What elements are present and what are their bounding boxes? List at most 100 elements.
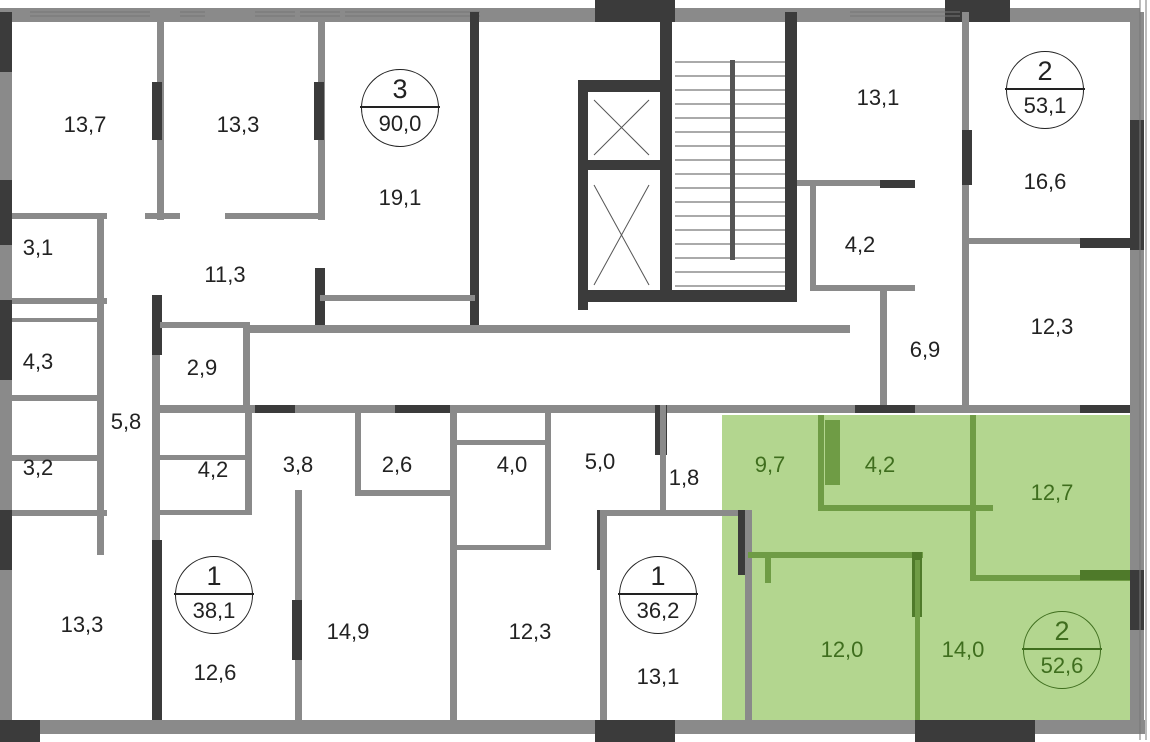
- wall: [745, 510, 752, 720]
- room-area: 13,3: [60, 612, 104, 637]
- wall: [160, 322, 248, 328]
- wall: [600, 510, 607, 720]
- room-area: 4,2: [844, 232, 876, 257]
- wall: [314, 82, 324, 140]
- wall: [0, 300, 12, 380]
- line: [593, 99, 650, 156]
- wall: [970, 415, 976, 580]
- wall: [1080, 405, 1130, 413]
- wall: [595, 720, 675, 742]
- wall: [962, 130, 972, 185]
- outer-wall-bottom: [0, 720, 1145, 734]
- wall: [1130, 570, 1144, 630]
- wall: [797, 180, 912, 186]
- wall: [225, 213, 325, 219]
- wall: [152, 295, 162, 355]
- wall: [600, 510, 740, 516]
- room-area: 6,9: [909, 337, 941, 362]
- wall: [915, 560, 920, 720]
- room-area: 3,2: [22, 455, 54, 480]
- wall: [320, 295, 475, 301]
- wall: [962, 12, 969, 412]
- wall: [970, 575, 1130, 581]
- corridor-wall: [250, 325, 850, 333]
- wall: [152, 540, 162, 720]
- room-area: 14,9: [326, 619, 370, 644]
- wall: [12, 455, 97, 461]
- room-area: 12,3: [508, 619, 552, 644]
- room-area: 2,6: [381, 452, 413, 477]
- room-area: 3,1: [22, 235, 54, 260]
- wall: [818, 505, 993, 511]
- room-count: 1: [206, 561, 222, 591]
- apartment-area: 53,1: [1023, 92, 1067, 118]
- room-area: 16,6: [1023, 169, 1067, 194]
- wall: [945, 0, 1010, 22]
- wall: [855, 405, 915, 413]
- wall: [1130, 120, 1144, 250]
- room-area: 13,3: [216, 112, 260, 137]
- room-area: 13,1: [856, 85, 900, 110]
- apartment-area: 36,2: [636, 597, 680, 623]
- wall: [880, 285, 887, 405]
- wall: [578, 80, 668, 92]
- room-count: 3: [392, 74, 408, 104]
- room-area: 13,7: [63, 112, 107, 137]
- wall: [450, 405, 457, 720]
- wall: [660, 12, 672, 302]
- highlighted-room-area: 4,2: [864, 452, 896, 477]
- apartment-area: 52,6: [1040, 652, 1084, 678]
- stair-rail: [730, 60, 735, 260]
- wall: [12, 395, 97, 401]
- wall: [12, 318, 97, 322]
- wall: [810, 285, 915, 291]
- wall: [145, 213, 180, 219]
- wall: [355, 405, 361, 495]
- wall: [738, 510, 748, 575]
- wall: [748, 552, 923, 558]
- room-count: 1: [650, 561, 666, 591]
- wall: [765, 558, 771, 583]
- wall: [0, 720, 40, 742]
- room-area: 11,3: [204, 262, 246, 287]
- wall: [595, 0, 675, 22]
- highlighted-room-area: 14,0: [941, 637, 985, 662]
- wall: [455, 545, 550, 550]
- wall: [455, 440, 545, 445]
- wall: [160, 510, 250, 515]
- wall: [1080, 238, 1130, 248]
- wall: [395, 405, 455, 413]
- wall: [255, 405, 295, 413]
- apartment-area: 90,0: [378, 110, 422, 136]
- wall: [810, 185, 816, 290]
- wall: [1080, 570, 1130, 580]
- wall: [355, 490, 455, 496]
- highlighted-room-area: 12,0: [820, 637, 864, 662]
- wall: [915, 720, 1035, 742]
- wall: [160, 455, 250, 460]
- corridor-wall: [160, 405, 1130, 413]
- room-area: 4,0: [496, 452, 528, 477]
- room-count: 2: [1054, 616, 1070, 646]
- room-area: 5,8: [110, 409, 142, 434]
- room-area: 12,3: [1030, 314, 1074, 339]
- wall: [545, 405, 551, 550]
- room-area: 1,8: [668, 465, 700, 490]
- room-area: 5,0: [584, 449, 616, 474]
- wall: [660, 405, 666, 515]
- wall: [12, 510, 107, 516]
- wall: [152, 82, 162, 140]
- room-area: 13,1: [636, 664, 680, 689]
- core-wall: [470, 12, 479, 330]
- wall: [825, 420, 840, 485]
- wall: [818, 415, 824, 510]
- room-area: 4,3: [22, 349, 54, 374]
- wall: [245, 405, 252, 515]
